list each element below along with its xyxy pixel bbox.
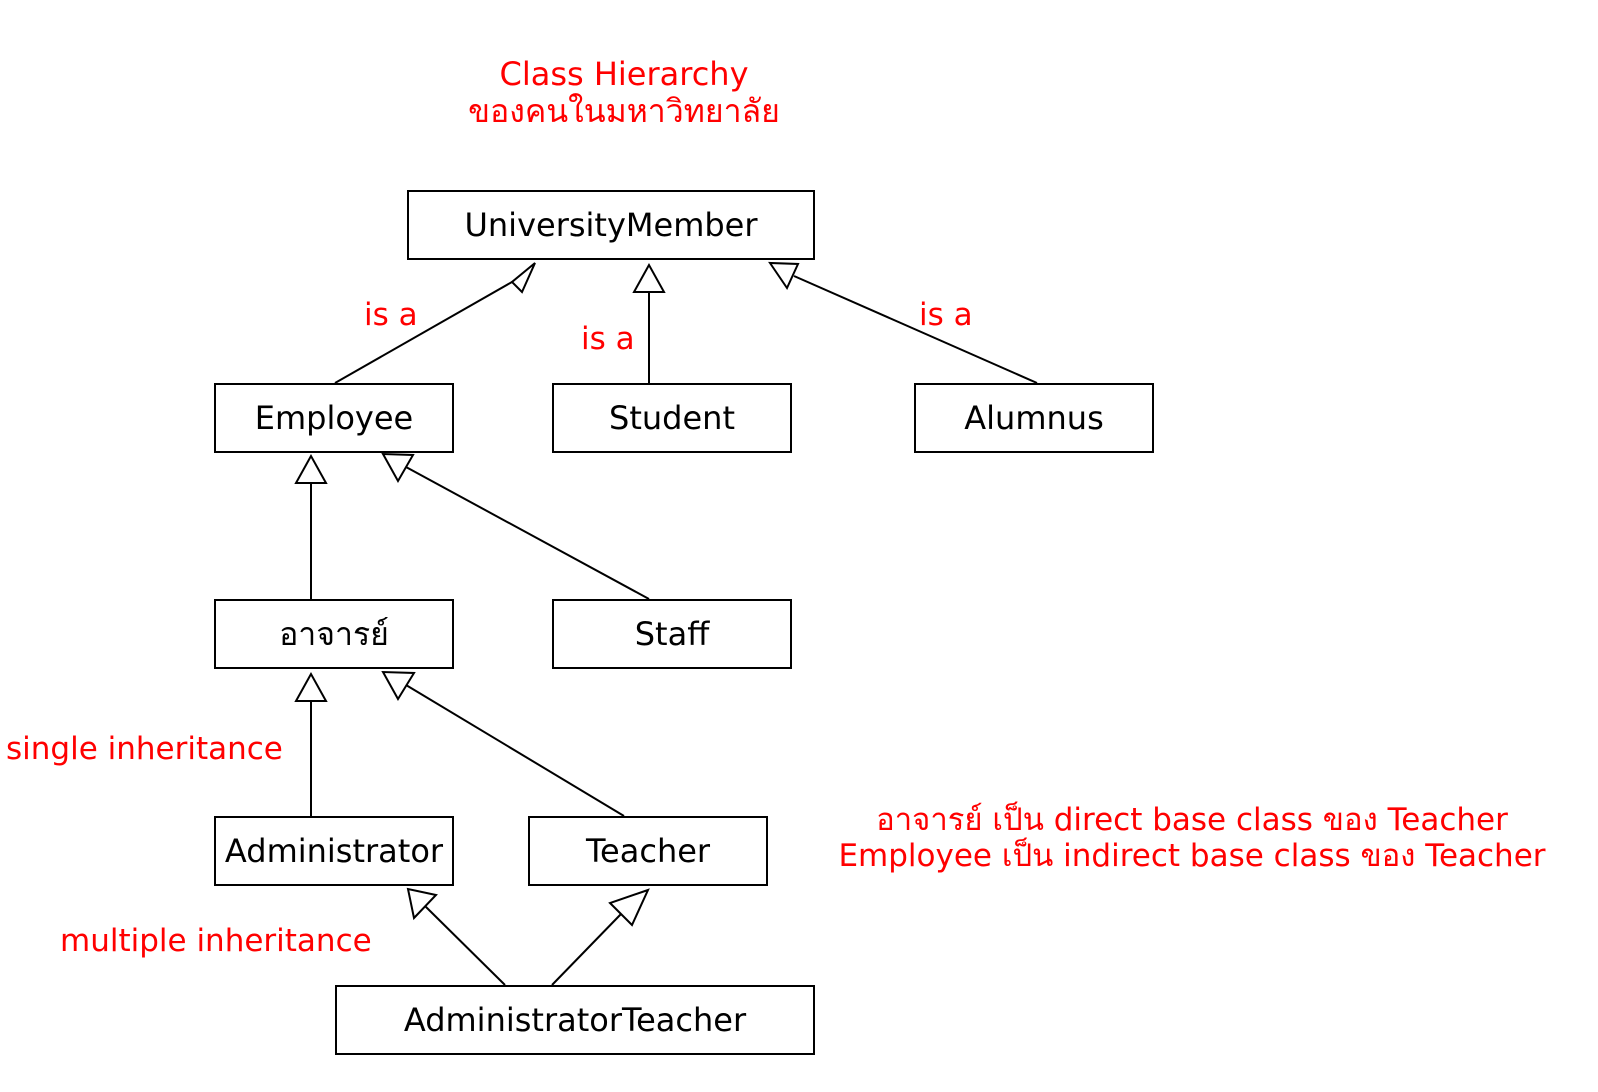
inheritance-arrowhead — [768, 261, 800, 291]
class-box-universitymember: UniversityMember — [407, 190, 815, 260]
diagram-title-line1: Class Hierarchy — [499, 55, 749, 93]
inheritance-arrowhead — [510, 262, 536, 294]
class-box-teacher: Teacher — [528, 816, 768, 886]
class-name: Staff — [634, 615, 710, 653]
class-box-student: Student — [552, 383, 792, 453]
class-name: Employee — [254, 399, 414, 437]
inheritance-arrowhead — [406, 887, 438, 921]
base-class-remark: อาจารย์ เป็น direct base class ของ Teach… — [802, 802, 1582, 874]
edge-adminteacher-administrator — [424, 905, 506, 986]
edge-adminteacher-teacher — [551, 913, 622, 986]
is-a-label-right: is a — [919, 297, 973, 333]
inheritance-arrowhead — [294, 671, 328, 702]
class-name: อาจารย์ — [279, 614, 389, 653]
inheritance-arrowhead — [632, 262, 666, 293]
class-box-staff: Staff — [552, 599, 792, 669]
remark-direct-base: อาจารย์ เป็น direct base class ของ Teach… — [876, 802, 1508, 838]
edge-staff-employee — [405, 466, 650, 600]
inheritance-arrowhead — [381, 452, 415, 484]
edge-employee-universitymember — [334, 281, 513, 384]
single-inheritance-label: single inheritance — [6, 731, 283, 767]
remark-indirect-base: Employee เป็น indirect base class ของ Te… — [838, 837, 1546, 874]
class-box-administratorteacher: AdministratorTeacher — [335, 985, 815, 1055]
multiple-inheritance-label: multiple inheritance — [60, 923, 372, 959]
inheritance-arrowhead — [381, 670, 416, 701]
inheritance-arrowhead — [294, 453, 328, 484]
class-box-alumnus: Alumnus — [914, 383, 1154, 453]
class-box-employee: Employee — [214, 383, 454, 453]
is-a-label-middle: is a — [581, 321, 635, 357]
diagram-title: Class Hierarchy ของคนในมหาวิทยาลัย — [364, 56, 884, 130]
inheritance-arrowhead — [608, 888, 650, 927]
is-a-label-left: is a — [364, 297, 418, 333]
class-box-ajarn: อาจารย์ — [214, 599, 454, 669]
class-name: Student — [609, 399, 735, 437]
class-name: AdministratorTeacher — [403, 1001, 747, 1039]
class-box-administrator: Administrator — [214, 816, 454, 886]
diagram-title-line2: ของคนในมหาวิทยาลัย — [468, 91, 780, 130]
edge-teacher-ajarn — [405, 684, 625, 817]
class-name: Alumnus — [964, 399, 1104, 437]
class-name: Teacher — [585, 832, 711, 870]
class-name: UniversityMember — [464, 206, 758, 244]
edge-alumnus-universitymember — [793, 275, 1038, 384]
class-name: Administrator — [224, 832, 444, 870]
